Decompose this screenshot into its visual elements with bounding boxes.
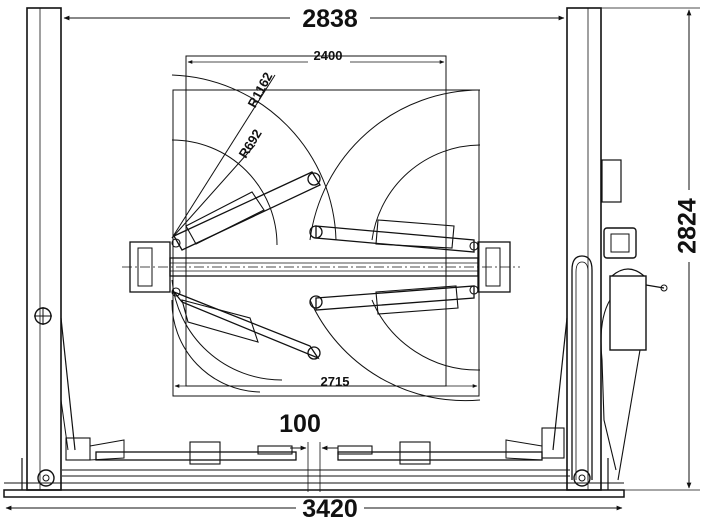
oil-tank: [609, 275, 647, 351]
dimension-lines: [5, 7, 700, 511]
dim-radius-inner: R692: [236, 126, 265, 160]
base-frame: [3, 458, 625, 498]
front-view-arms: [65, 427, 565, 465]
power-unit: [600, 159, 668, 481]
swing-arcs: [171, 74, 481, 402]
dim-arc-span: 2715: [321, 374, 350, 389]
dim-gap: 100: [279, 410, 321, 438]
right-foot-wheel: [573, 469, 591, 487]
dim-inner-width: 2400: [314, 48, 343, 63]
dim-overall-width: 3420: [302, 495, 358, 523]
dim-top-width: 2838: [302, 5, 358, 33]
arm-upper-left: [171, 171, 321, 251]
arm-lower-right: [309, 285, 479, 315]
control-box: [601, 159, 622, 203]
left-post: [26, 7, 76, 491]
left-foot-wheel: [37, 469, 55, 487]
carriage-beam: [122, 241, 520, 293]
dim-height: 2824: [674, 198, 701, 254]
right-post: [552, 7, 602, 491]
arm-upper-right: [309, 219, 479, 253]
arm-lower-left: [171, 287, 321, 360]
top-view-frames: [172, 55, 480, 397]
lift-arms: [171, 171, 479, 360]
